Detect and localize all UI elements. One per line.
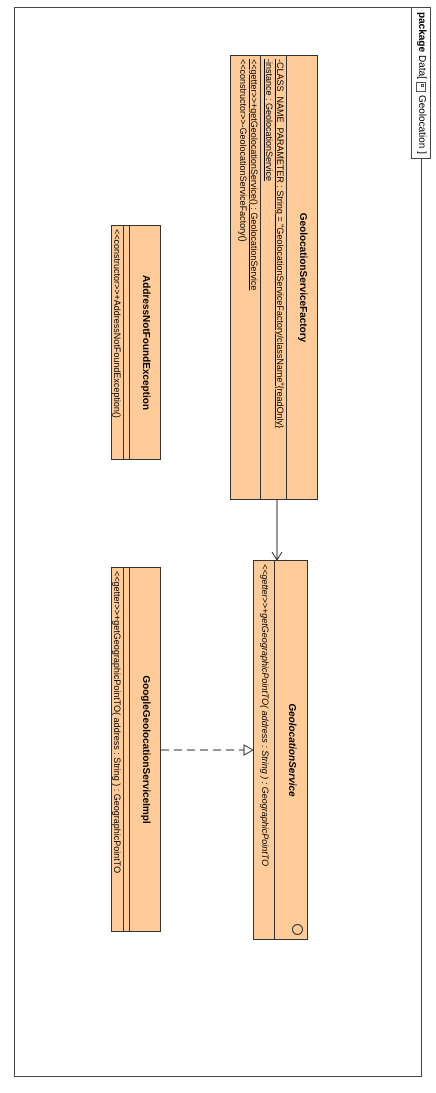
- association-arrow: [271, 500, 283, 561]
- realization-arrow: [161, 744, 255, 756]
